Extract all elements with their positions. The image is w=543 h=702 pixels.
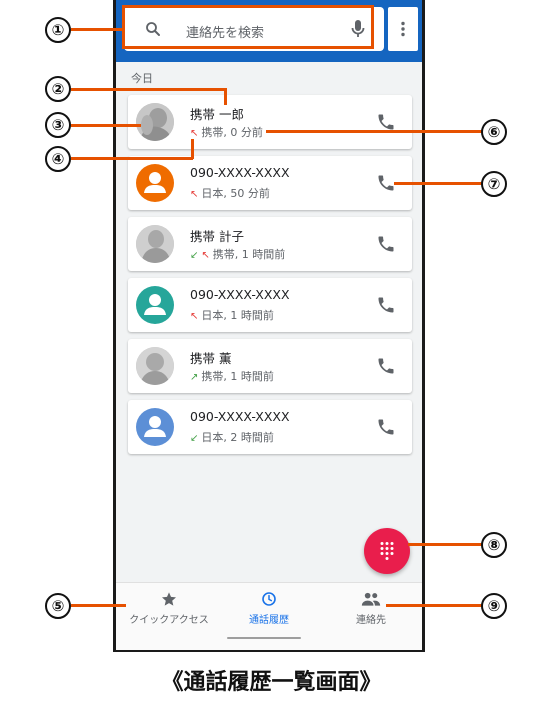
contact-name: 携帯 一郎 [190,107,244,122]
avatar [136,164,174,202]
call-detail: ↙↖携帯, 1 時間前 [190,248,286,261]
callout-line [191,139,194,159]
clock-icon [262,592,276,606]
missed-call-icon: ↖ [190,311,199,322]
phone-icon[interactable] [376,417,396,437]
call-detail: ↙日本, 2 時間前 [190,431,274,444]
search-icon [146,22,160,36]
star-icon [162,592,176,606]
call-log-item[interactable]: 携帯 計子 ↙↖携帯, 1 時間前 [128,217,412,271]
callout-line [408,543,482,546]
tab-quick-access[interactable]: クイックアクセス [119,587,219,627]
contact-photo-icon [136,225,174,263]
avatar [136,103,174,141]
tab-label: クイックアクセス [129,615,209,626]
incoming-call-icon: ↙ [190,433,199,444]
tab-label: 連絡先 [356,615,386,626]
missed-call-icon: ↖ [201,250,210,261]
callout-3: ③ [45,112,71,138]
call-detail: ↗携帯, 1 時間前 [190,370,274,383]
avatar [136,286,174,324]
dialpad-button[interactable] [364,528,410,574]
callout-line [266,130,482,133]
callout-line [71,28,122,31]
more-options-button[interactable] [388,7,418,51]
default-person-icon [144,172,166,193]
contact-name: 携帯 薫 [190,351,232,366]
call-log-item[interactable]: 090-XXXX-XXXX ↙日本, 2 時間前 [128,400,412,454]
callout-7: ⑦ [481,171,507,197]
more-vert-icon [401,21,405,37]
contact-photo-icon [136,103,174,141]
contact-name: 090-XXXX-XXXX [190,409,290,424]
phone-icon[interactable] [376,173,396,193]
search-highlight-frame [122,5,374,49]
callout-line [394,182,482,185]
contact-name: 090-XXXX-XXXX [190,287,290,302]
incoming-call-icon: ↙ [190,250,199,261]
callout-5: ⑤ [45,593,71,619]
avatar [136,347,174,385]
default-person-icon [144,294,166,315]
tab-label: 通話履歴 [249,615,289,626]
people-icon [361,592,381,606]
call-detail: ↖日本, 50 分前 [190,187,270,200]
callout-1: ① [45,17,71,43]
call-log-item[interactable]: 携帯 薫 ↗携帯, 1 時間前 [128,339,412,393]
gesture-bar [227,637,301,639]
callout-6: ⑥ [481,119,507,145]
phone-icon[interactable] [376,234,396,254]
phone-icon[interactable] [376,295,396,315]
callout-line [71,88,226,91]
tab-call-history[interactable]: 通話履歴 [219,587,319,627]
avatar [136,408,174,446]
callout-line [71,124,141,127]
default-person-icon [144,416,166,437]
dialpad-icon [380,542,394,560]
contact-name: 090-XXXX-XXXX [190,165,290,180]
contact-photo-icon [136,347,174,385]
callout-line [71,604,126,607]
mic-icon[interactable] [350,19,366,39]
call-detail: ↖日本, 1 時間前 [190,309,274,322]
avatar [136,225,174,263]
callout-4: ④ [45,146,71,172]
phone-screen: 連絡先を検索 今日 携帯 一郎 ↖携帯, 0 [116,0,422,650]
call-log-item[interactable]: 090-XXXX-XXXX ↖日本, 50 分前 [128,156,412,210]
search-bar[interactable]: 連絡先を検索 [124,7,384,51]
missed-call-icon: ↖ [190,128,199,139]
call-log-item[interactable]: 携帯 一郎 ↖携帯, 0 分前 [128,95,412,149]
phone-icon[interactable] [376,356,396,376]
callout-line [224,88,227,105]
search-input[interactable]: 連絡先を検索 [186,26,265,41]
callout-line [71,157,193,160]
outgoing-call-icon: ↗ [190,372,199,383]
missed-call-icon: ↖ [190,189,199,200]
callout-8: ⑧ [481,532,507,558]
call-detail: ↖携帯, 0 分前 [190,126,263,139]
contact-name: 携帯 計子 [190,229,244,244]
section-header-today: 今日 [131,72,153,85]
call-log-item[interactable]: 090-XXXX-XXXX ↖日本, 1 時間前 [128,278,412,332]
tab-contacts[interactable]: 連絡先 [321,587,421,627]
phone-icon[interactable] [376,112,396,132]
callout-line [386,604,482,607]
figure-caption: 《通話履歴一覧画面》 [161,670,382,695]
bottom-navigation: クイックアクセス 通話履歴 連絡先 [116,582,422,650]
callout-2: ② [45,76,71,102]
callout-9: ⑨ [481,593,507,619]
